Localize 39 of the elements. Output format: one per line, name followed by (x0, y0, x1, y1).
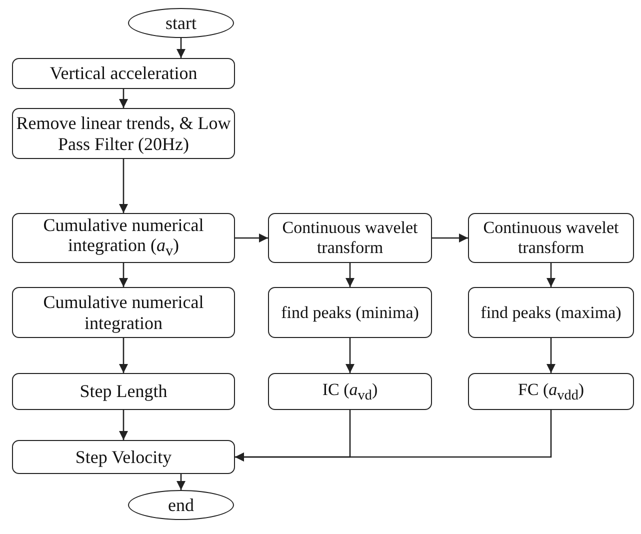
arrow (176, 474, 186, 490)
arrow (546, 338, 556, 373)
arrow (345, 338, 355, 373)
arrow (235, 233, 268, 243)
arrow (118, 89, 128, 108)
process-box (12, 373, 235, 410)
process-box (268, 213, 432, 263)
node-text: Cumulative numerical integration (a$_{v}$) (42, 214, 205, 262)
node-text: Vertical acceleration (50, 63, 198, 84)
node-text: IC (a$_{vd}$) (322, 380, 378, 404)
node-text: end (168, 494, 194, 516)
process-box (12, 213, 235, 263)
arrow (235, 410, 552, 462)
node-text: start (166, 12, 196, 34)
arrow (432, 233, 468, 243)
arrow (176, 38, 186, 58)
node-text: Cumulative numerical integration (42, 292, 205, 334)
node-text: find peaks (minima) (281, 302, 419, 322)
process-box (468, 213, 634, 263)
node-text: Step Length (80, 381, 168, 402)
process-box (12, 440, 235, 474)
arrow (118, 263, 128, 287)
process-box (268, 373, 432, 410)
process-box (12, 58, 235, 89)
process-box (468, 287, 634, 338)
arrow (118, 338, 128, 373)
node-text: Continuous wavelet transform (482, 218, 620, 258)
arrow (118, 410, 128, 440)
node-text: Continuous wavelet transform (281, 218, 419, 258)
arrow (546, 263, 556, 287)
process-box (268, 287, 432, 338)
arrow (345, 263, 355, 287)
process-box (12, 287, 235, 338)
node-text: FC (a$_{vdd}$) (518, 380, 584, 404)
process-box (468, 373, 634, 410)
node-text: Remove linear trends, & Low Pass Filter (20Hz) (16, 112, 231, 154)
arrow (118, 159, 128, 213)
node-text: Step Velocity (75, 446, 172, 468)
node-text: find peaks (maxima) (480, 302, 622, 322)
